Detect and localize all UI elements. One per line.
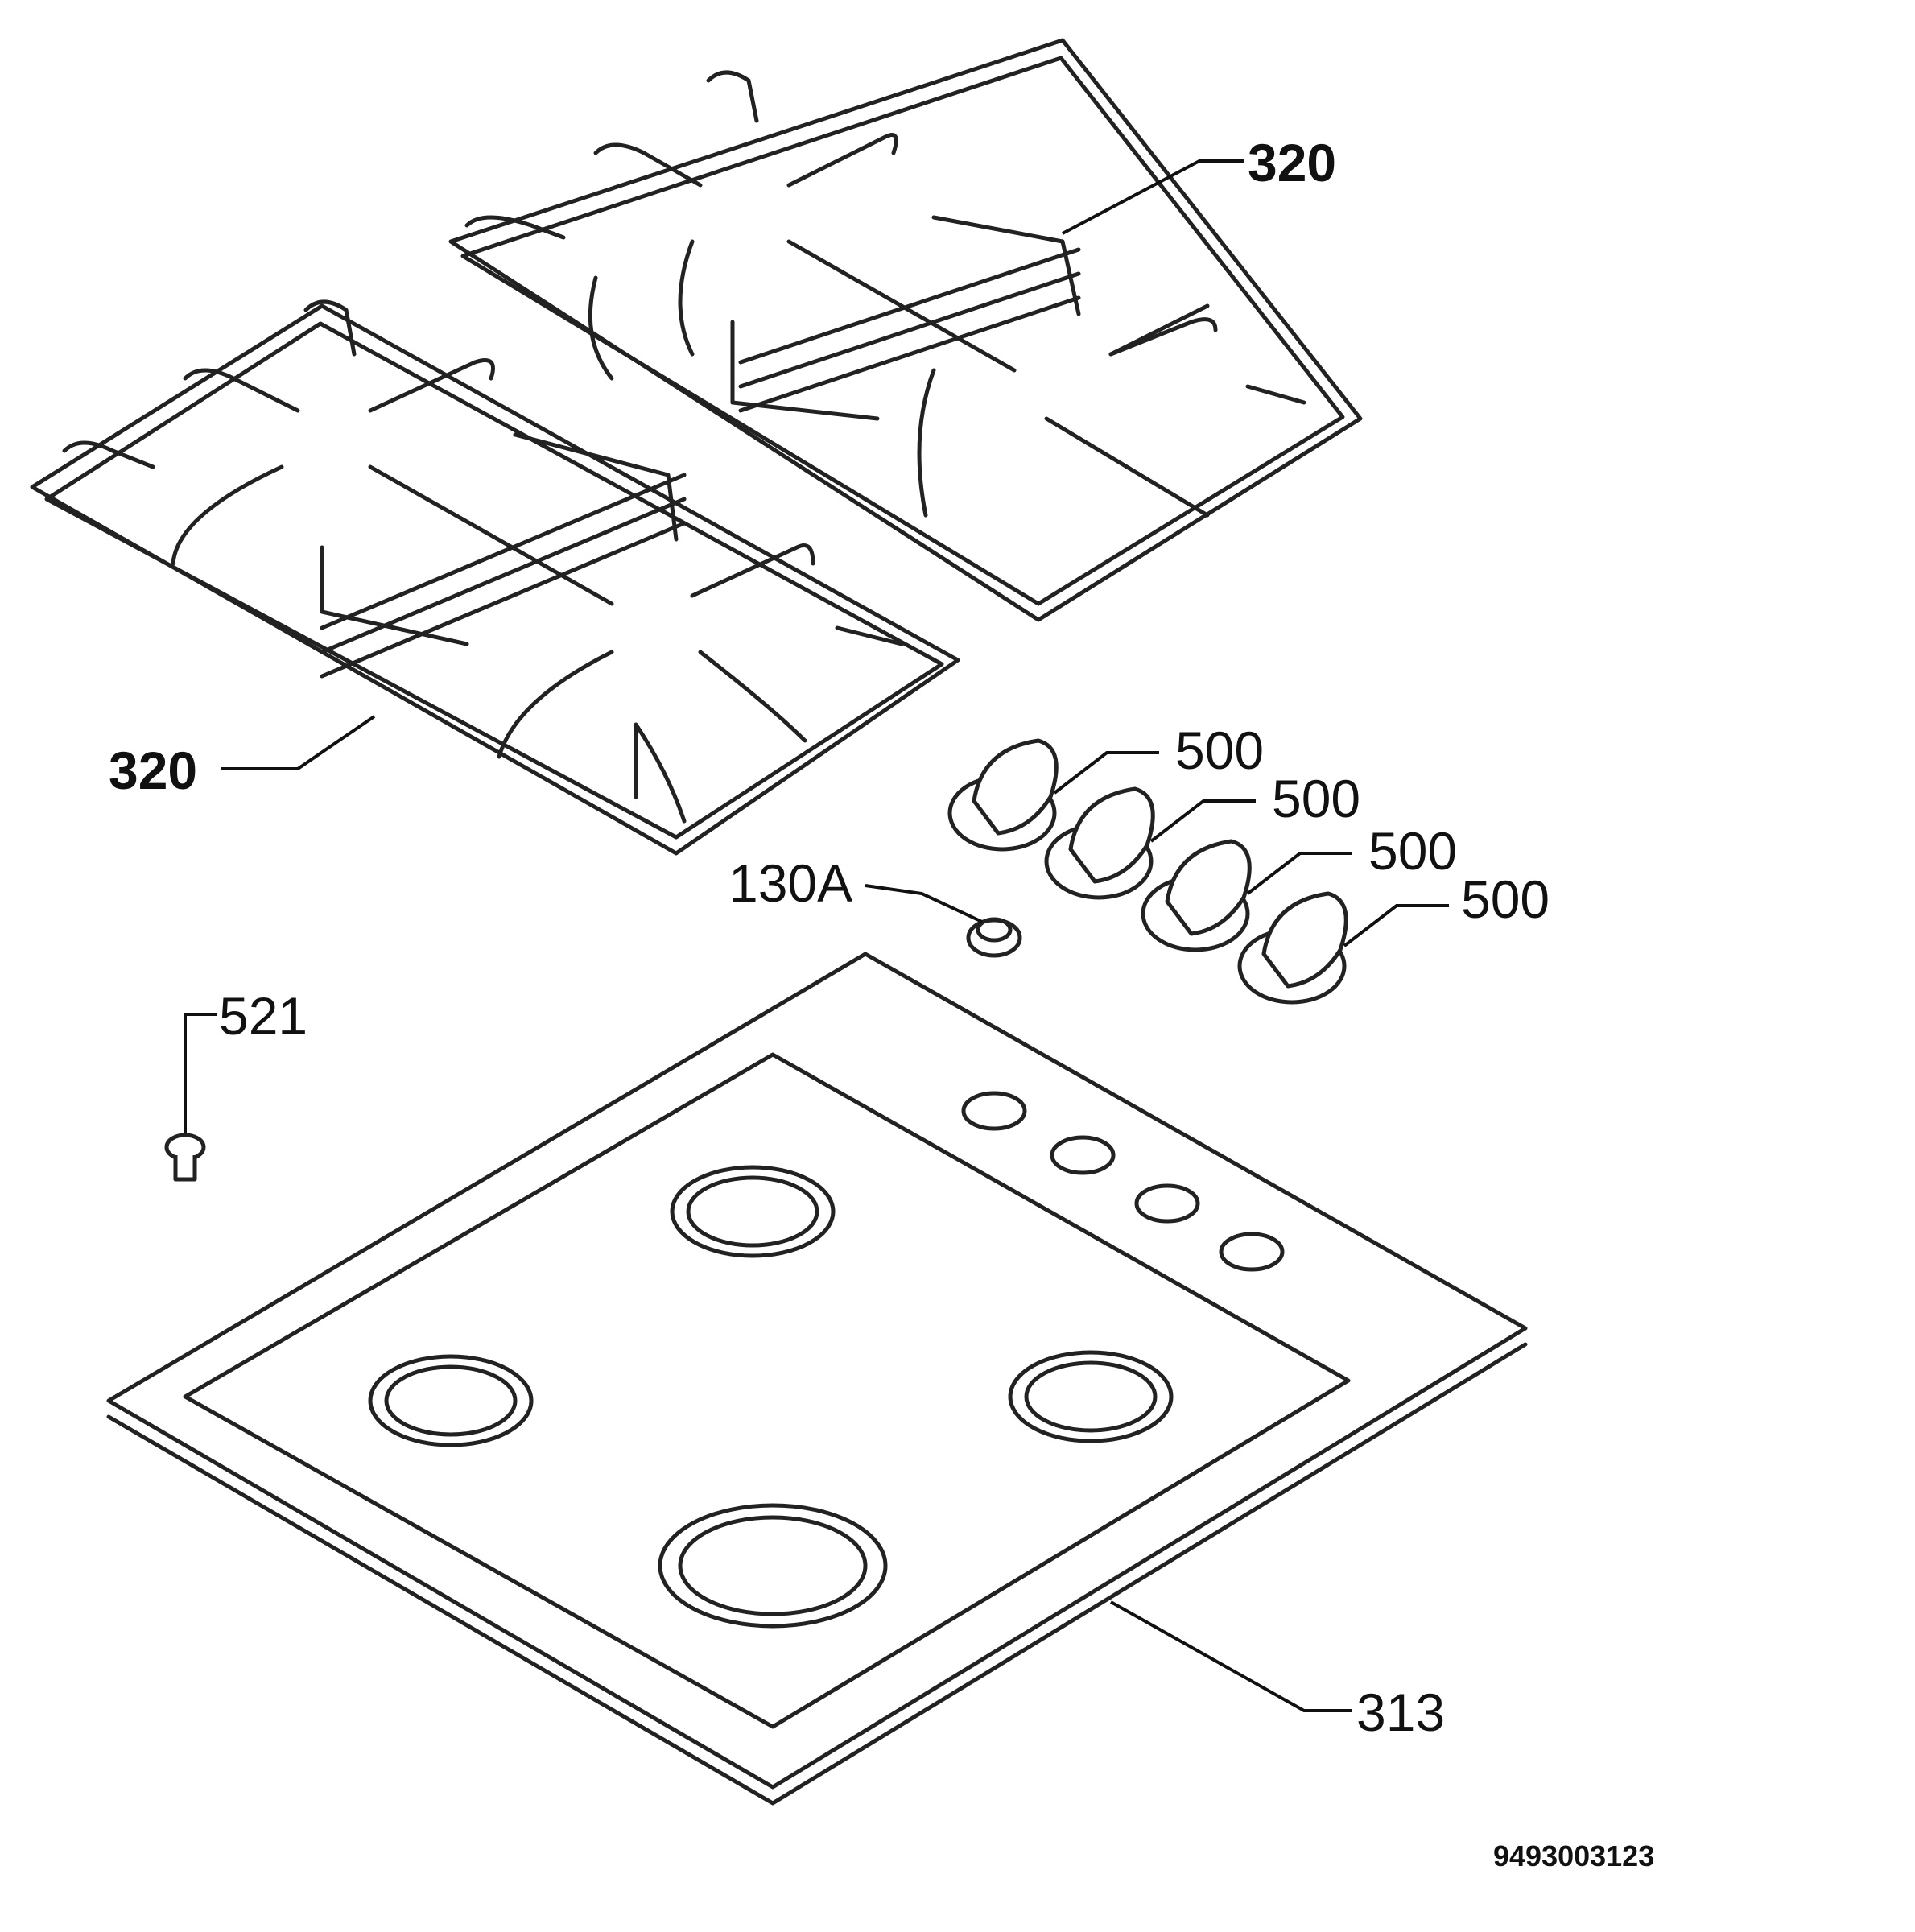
callout-knob-1: 500 — [1175, 720, 1264, 780]
callout-grate-left: 320 — [109, 741, 197, 800]
leader-lines — [184, 159, 1449, 1712]
callout-spark-button: 130A — [728, 853, 852, 913]
callout-labels: 320 320 500 500 500 500 130A 521 313 — [109, 133, 1550, 1742]
callout-hob-panel: 313 — [1356, 1682, 1445, 1742]
spark-ignition-button — [966, 917, 1022, 958]
callout-knob-3: 500 — [1368, 821, 1457, 881]
callout-screw: 521 — [219, 986, 307, 1046]
callout-knob-4: 500 — [1461, 869, 1550, 929]
control-knob-3 — [1141, 839, 1252, 952]
control-knob-1 — [947, 738, 1059, 852]
hob-top-panel — [106, 952, 1528, 1806]
callout-grate-right: 320 — [1248, 133, 1336, 192]
control-knob-2 — [1044, 786, 1155, 900]
pan-support-grate-left — [30, 299, 960, 856]
control-knob-4 — [1237, 891, 1348, 1005]
callout-knob-2: 500 — [1272, 769, 1360, 828]
fixing-screw — [164, 1133, 206, 1182]
pan-support-grate-right — [448, 38, 1363, 622]
document-code: 9493003123 — [1493, 1839, 1654, 1872]
